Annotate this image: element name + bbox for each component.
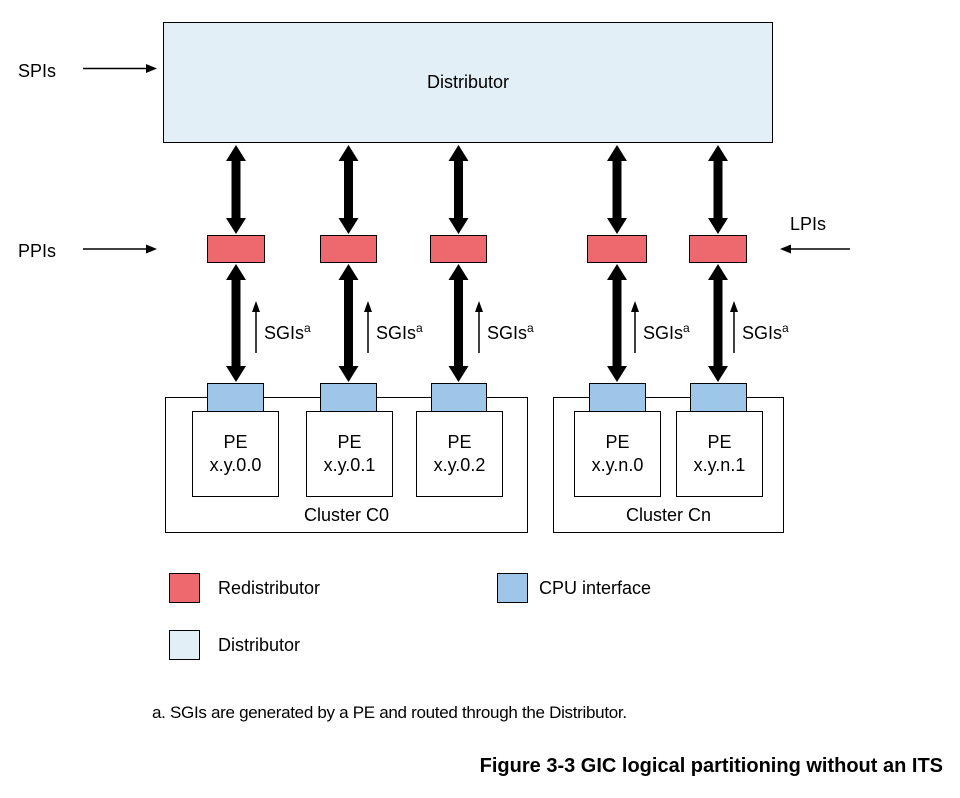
legend-label-redistributor: Redistributor xyxy=(218,578,321,598)
pe-name: PE xyxy=(337,432,362,452)
pe-id: x.y.0.2 xyxy=(433,455,486,475)
distributor-redistributor-arrow-0 xyxy=(226,145,246,234)
sgi-text: SGIs xyxy=(376,323,417,343)
sgi-arrow-head-0 xyxy=(252,301,260,312)
sgi-text: SGIs xyxy=(264,323,305,343)
cpu-interface-box-3 xyxy=(589,383,646,412)
pe-box-xy01: PE x.y.0.1 xyxy=(306,411,393,497)
cluster-c0-label: Cluster C0 xyxy=(303,505,390,525)
pe-id: x.y.n.0 xyxy=(591,455,644,475)
sgi-arrow-head-1 xyxy=(364,301,372,312)
pe-id: x.y.0.0 xyxy=(209,455,262,475)
figure-caption: Figure 3-3 GIC logical partitioning with… xyxy=(479,755,943,777)
pe-name: PE xyxy=(447,432,472,452)
distributor-redistributor-arrow-1 xyxy=(338,145,359,234)
redistributor-box-1 xyxy=(320,235,377,263)
sgi-label-4: SGIsa xyxy=(742,318,789,343)
pe-box-xy02: PE x.y.0.2 xyxy=(416,411,503,497)
distributor-redistributor-arrow-4 xyxy=(708,145,728,234)
distributor-redistributor-arrow-2 xyxy=(448,145,469,234)
sgi-label-2: SGIsa xyxy=(487,318,534,343)
footnote: a. SGIs are generated by a PE and routed… xyxy=(152,703,627,722)
redistributor-box-0 xyxy=(207,235,265,263)
sgi-footnote-marker: a xyxy=(304,321,311,335)
pe-name: PE xyxy=(605,432,630,452)
sgi-text: SGIs xyxy=(742,323,783,343)
redistributor-cpu-arrow-4 xyxy=(708,264,728,382)
legend-swatch-distributor xyxy=(169,630,200,660)
sgi-text: SGIs xyxy=(487,323,528,343)
sgi-footnote-marker: a xyxy=(782,321,789,335)
cpu-interface-box-0 xyxy=(207,383,264,412)
sgi-arrow-head-4 xyxy=(730,301,738,312)
pe-name: PE xyxy=(707,432,732,452)
sgi-footnote-marker: a xyxy=(527,321,534,335)
distributor-redistributor-arrow-3 xyxy=(607,145,627,234)
redistributor-cpu-arrow-0 xyxy=(226,264,246,382)
distributor-box: Distributor xyxy=(163,22,773,143)
sgi-arrow-head-3 xyxy=(631,301,639,312)
sgi-footnote-marker: a xyxy=(683,321,690,335)
lpis-arrow-head xyxy=(780,244,791,254)
redistributor-cpu-arrow-2 xyxy=(448,264,469,382)
cpu-interface-box-1 xyxy=(320,383,377,412)
ppis-arrow-head xyxy=(146,244,157,254)
pe-box-xy00: PE x.y.0.0 xyxy=(192,411,279,497)
cpu-interface-box-2 xyxy=(431,383,487,412)
redistributor-box-3 xyxy=(587,235,647,263)
ppis-label: PPIs xyxy=(18,241,57,261)
sgi-label-0: SGIsa xyxy=(264,318,311,343)
redistributor-box-2 xyxy=(430,235,487,263)
legend-swatch-redistributor xyxy=(169,573,200,603)
pe-id: x.y.n.1 xyxy=(693,455,746,475)
sgi-label-1: SGIsa xyxy=(376,318,423,343)
legend-label-distributor: Distributor xyxy=(218,635,301,655)
sgi-arrow-head-2 xyxy=(475,301,483,312)
pe-name: PE xyxy=(223,432,248,452)
lpis-label: LPIs xyxy=(790,214,827,234)
redistributor-box-4 xyxy=(689,235,747,263)
legend-swatch-cpu-interface xyxy=(497,573,528,603)
cpu-interface-box-4 xyxy=(690,383,747,412)
spis-arrow-head xyxy=(146,64,157,73)
redistributor-cpu-arrow-1 xyxy=(338,264,359,382)
sgi-footnote-marker: a xyxy=(416,321,423,335)
sgi-text: SGIs xyxy=(643,323,684,343)
cluster-cn-label: Cluster Cn xyxy=(625,505,712,525)
pe-id: x.y.0.1 xyxy=(323,455,376,475)
legend-label-cpu-interface: CPU interface xyxy=(539,578,652,598)
distributor-box-label: Distributor xyxy=(426,72,510,92)
spis-label: SPIs xyxy=(18,61,57,81)
pe-box-xyn1: PE x.y.n.1 xyxy=(676,411,763,497)
redistributor-cpu-arrow-3 xyxy=(607,264,627,382)
sgi-label-3: SGIsa xyxy=(643,318,690,343)
pe-box-xyn0: PE x.y.n.0 xyxy=(574,411,661,497)
